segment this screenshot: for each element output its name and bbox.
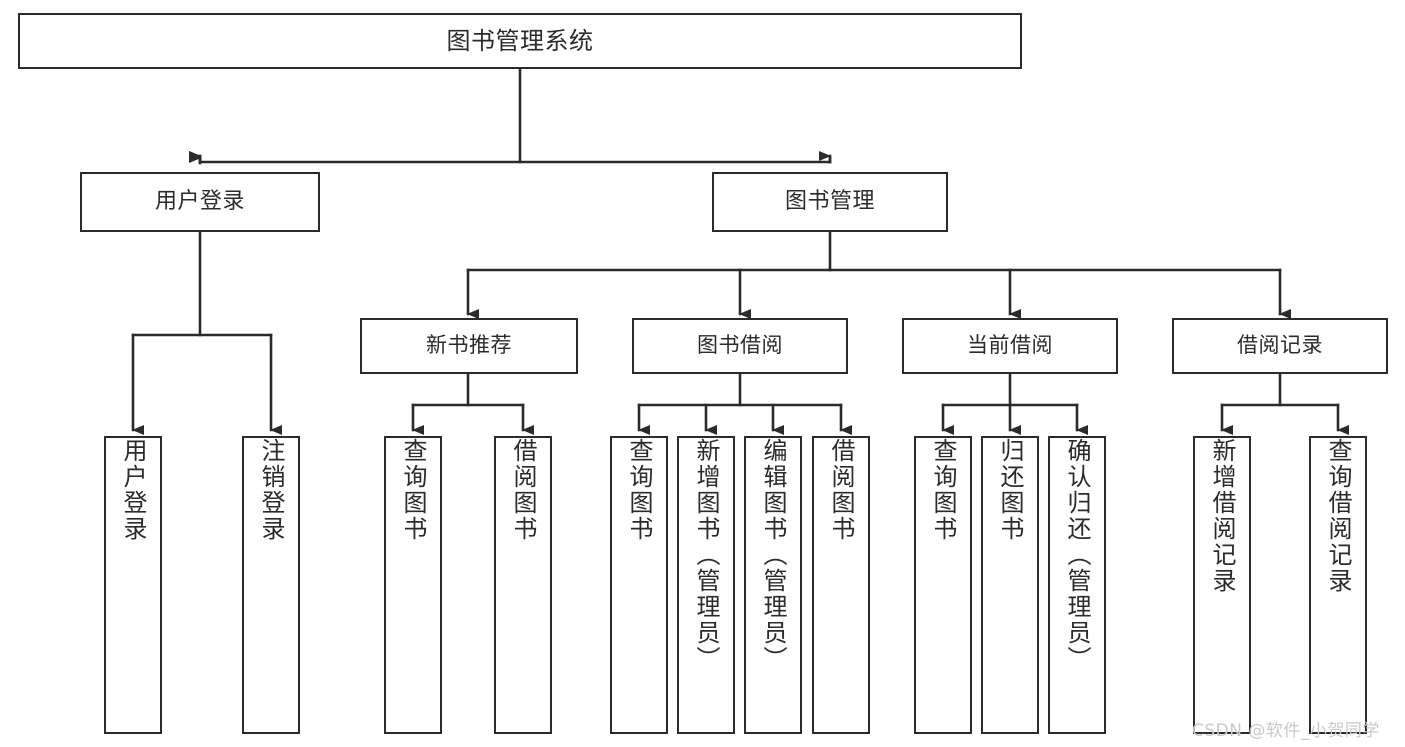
node-leaf-user-login-label: 用户登录: [119, 438, 147, 542]
node-leaf-edit-book[interactable]: 编辑图书（管理员）: [744, 436, 802, 734]
node-leaf-query-book-3[interactable]: 查询图书: [914, 436, 972, 734]
node-leaf-query-record[interactable]: 查询借阅记录: [1309, 436, 1367, 734]
node-leaf-return-book-label: 归还图书: [996, 438, 1024, 542]
node-leaf-borrow-book-1[interactable]: 借阅图书: [494, 436, 552, 734]
node-leaf-user-logout-label: 注销登录: [257, 438, 285, 542]
node-leaf-confirm-return-label: 确认归还（管理员）: [1063, 438, 1091, 672]
node-current-borrow[interactable]: 当前借阅: [902, 318, 1118, 374]
node-leaf-query-book-2[interactable]: 查询图书: [610, 436, 668, 734]
node-borrow-record[interactable]: 借阅记录: [1172, 318, 1388, 374]
node-user-login-label: 用户登录: [154, 188, 245, 214]
node-book-manage[interactable]: 图书管理: [712, 172, 948, 232]
node-leaf-user-logout[interactable]: 注销登录: [242, 436, 300, 734]
node-leaf-confirm-return[interactable]: 确认归还（管理员）: [1048, 436, 1106, 734]
node-leaf-query-book-1[interactable]: 查询图书: [384, 436, 442, 734]
node-leaf-add-book[interactable]: 新增图书（管理员）: [677, 436, 735, 734]
node-borrow-record-label: 借阅记录: [1237, 333, 1323, 358]
node-leaf-query-book-3-label: 查询图书: [929, 438, 957, 542]
node-user-login[interactable]: 用户登录: [80, 172, 320, 232]
node-leaf-add-record-label: 新增借阅记录: [1208, 438, 1236, 594]
node-leaf-query-record-label: 查询借阅记录: [1324, 438, 1352, 594]
node-root-label: 图书管理系统: [446, 26, 594, 55]
watermark-text: CSDN @软件_小贺同学: [1192, 721, 1380, 741]
node-leaf-add-book-label: 新增图书（管理员）: [692, 438, 720, 672]
node-book-manage-label: 图书管理: [784, 188, 875, 214]
node-leaf-query-book-2-label: 查询图书: [625, 438, 653, 542]
node-leaf-user-login[interactable]: 用户登录: [104, 436, 162, 734]
node-leaf-edit-book-label: 编辑图书（管理员）: [759, 438, 787, 672]
node-leaf-borrow-book-1-label: 借阅图书: [509, 438, 537, 542]
node-book-borrow-label: 图书借阅: [697, 333, 783, 358]
node-root[interactable]: 图书管理系统: [18, 13, 1022, 69]
node-leaf-borrow-book-2[interactable]: 借阅图书: [812, 436, 870, 734]
node-leaf-borrow-book-2-label: 借阅图书: [827, 438, 855, 542]
node-new-book-recommend-label: 新书推荐: [426, 333, 512, 358]
node-new-book-recommend[interactable]: 新书推荐: [360, 318, 578, 374]
node-leaf-return-book[interactable]: 归还图书: [981, 436, 1039, 734]
node-leaf-add-record[interactable]: 新增借阅记录: [1193, 436, 1251, 734]
node-book-borrow[interactable]: 图书借阅: [632, 318, 848, 374]
node-current-borrow-label: 当前借阅: [967, 333, 1053, 358]
node-leaf-query-book-1-label: 查询图书: [399, 438, 427, 542]
